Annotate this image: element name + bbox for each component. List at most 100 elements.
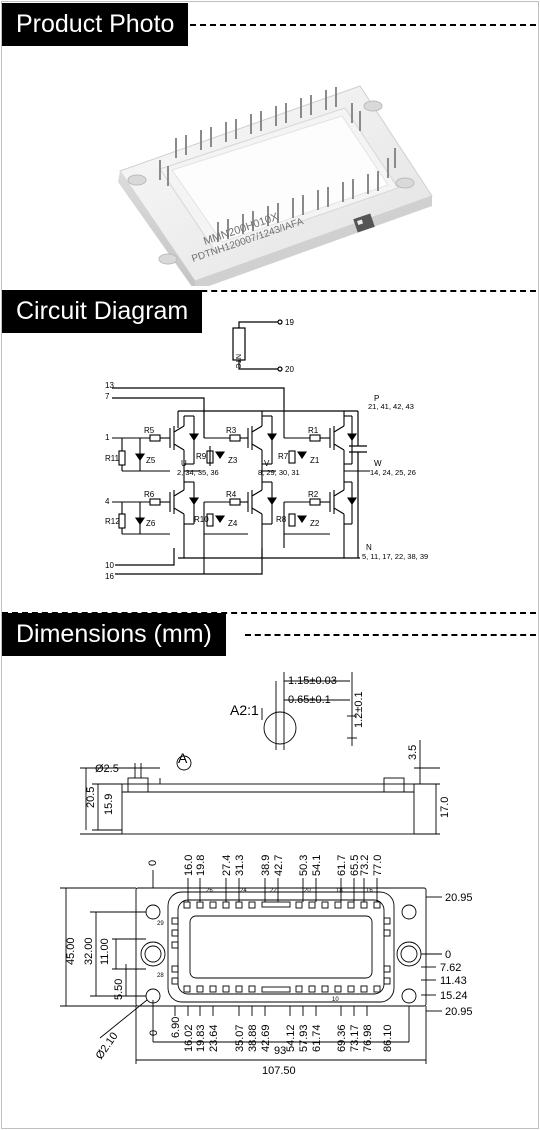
right-y-4: 15.24 — [440, 990, 468, 1002]
right-y-1: 0 — [445, 949, 451, 961]
output-u-label: U — [181, 459, 187, 468]
top-x-6: 50.3 — [298, 855, 310, 876]
bottom-x-2: 19.83 — [195, 1024, 207, 1052]
left-y-2: 11.00 — [99, 938, 111, 965]
zener-z1-label: Z1 — [310, 456, 320, 465]
pin-number-22: 22 — [270, 888, 277, 894]
bottom-x-1: 16.02 — [183, 1024, 195, 1052]
igbt-cell-u-high — [169, 411, 200, 465]
pin-10-label: 10 — [105, 561, 114, 570]
top-x-8: 61.7 — [336, 855, 348, 876]
pin-number-16: 16 — [366, 888, 373, 894]
ntc-label: NTC — [234, 354, 241, 368]
right-y-0: 20.95 — [445, 892, 473, 904]
module-body — [118, 85, 433, 286]
hole-diameter-dim: Ø2.10 — [94, 1030, 121, 1061]
pin-20-label: 20 — [285, 365, 294, 374]
igbt-cell-v-low — [247, 478, 278, 558]
pin-above-dim: 3.5 — [407, 745, 419, 760]
side-view-body — [121, 783, 415, 835]
resistor-r8-label: R8 — [276, 515, 287, 524]
igbt-cell-w-low — [329, 478, 358, 558]
circuit-section-title: Circuit Diagram — [2, 290, 203, 333]
mounting-pitch-dim: 93 — [274, 1045, 286, 1057]
qr-code-marking — [353, 213, 375, 233]
zener-z6-label: Z6 — [146, 519, 156, 528]
pin-19-label: 19 — [285, 318, 294, 327]
photo-section-divider — [190, 24, 536, 26]
pin-tip-dim: 1.2±0.1 — [353, 691, 365, 728]
bottom-x-10: 69.36 — [336, 1024, 348, 1052]
bottom-x-9: 61.74 — [311, 1024, 323, 1052]
output-v-label: V — [264, 459, 270, 468]
igbt-cell-w-high — [329, 411, 358, 465]
body-thickness-dim: 17.0 — [439, 797, 451, 818]
top-pin-row — [183, 901, 381, 909]
resistor-r9-label: R9 — [196, 452, 207, 461]
rail-p-pins: 21, 41, 42, 43 — [368, 402, 414, 411]
bottom-x-8: 57.93 — [298, 1024, 310, 1052]
zener-z2-label: Z2 — [310, 519, 320, 528]
dimensions-section-title: Dimensions (mm) — [2, 613, 226, 656]
top-x-5: 42.7 — [273, 855, 285, 876]
rail-n-pins: 5, 11, 17, 22, 38, 39 — [362, 552, 428, 561]
pin-number-10: 10 — [332, 997, 339, 1003]
bottom-x-3: 23.64 — [208, 1024, 220, 1052]
bottom-x-7: 54.12 — [285, 1024, 297, 1052]
output-w-label: W — [374, 459, 382, 468]
right-y-3: 11.43 — [440, 975, 467, 987]
top-x-10: 73.2 — [359, 855, 371, 876]
zener-z5-label: Z5 — [146, 456, 156, 465]
pin-number-26: 26 — [206, 888, 213, 894]
pin-13-label: 13 — [105, 381, 114, 390]
detail-scale-label: A2:1 — [230, 702, 259, 718]
bottom-x-6: 42.69 — [260, 1024, 272, 1052]
top-x-7: 54.1 — [311, 855, 323, 876]
circuit-diagram: 13 7 1 4 10 16 19 20 NTC R11 R12 R5 R6 R… — [105, 318, 428, 581]
left-y-3: 5.50 — [113, 979, 125, 1000]
photo-section-title: Product Photo — [2, 3, 189, 46]
resistor-r10-label: R10 — [194, 515, 209, 524]
zener-z4-label: Z4 — [228, 519, 238, 528]
resistor-r12-label: R12 — [105, 517, 120, 526]
body-height-dim: 15.9 — [103, 794, 115, 815]
dimensions-section-divider — [245, 634, 536, 636]
pin-thickness-dim: 0.65±0.1 — [288, 694, 331, 706]
top-x-11: 77.0 — [372, 855, 384, 876]
bottom-x-5: 38.88 — [247, 1024, 259, 1052]
top-view-outline — [135, 887, 427, 1007]
bottom-x-12: 76.98 — [362, 1024, 374, 1052]
pin-number-24: 24 — [240, 888, 247, 894]
igbt-cell-v-high — [247, 411, 278, 465]
total-height-dim: 20.5 — [85, 787, 97, 808]
left-y-1: 32.00 — [83, 937, 95, 965]
resistor-r3-label: R3 — [226, 426, 237, 435]
top-x-0: 16.0 — [183, 855, 195, 876]
top-x-3: 31.3 — [234, 855, 246, 876]
bottom-pin-row — [183, 985, 381, 993]
bottom-x-4: 35.07 — [234, 1024, 246, 1052]
detail-a-reference: A — [178, 750, 188, 766]
product-photo: MMN200H010X PDTNH120007/1243/IAFA — [118, 85, 433, 286]
detail-a-circle — [263, 711, 297, 745]
resistor-r7-label: R7 — [278, 452, 289, 461]
resistor-r5-label: R5 — [144, 426, 155, 435]
bottom-x-13: 86.10 — [382, 1024, 394, 1052]
rail-n-label: N — [366, 543, 372, 552]
side-pin-columns — [171, 917, 391, 985]
top-view-window — [189, 915, 373, 979]
output-v-pins: 8, 29, 30, 31 — [258, 468, 300, 477]
circuit-section-divider-top — [2, 290, 536, 292]
pin-number-18: 18 — [336, 888, 343, 894]
bottom-x-0: 6.90 — [170, 1017, 182, 1038]
pin-number-28: 28 — [157, 973, 164, 979]
dimension-drawings: A2:1 1.15±0.03 0.65±0.1 1.2±0.1 Ø2.5 A 2… — [60, 672, 473, 1077]
top-x-1: 19.8 — [195, 855, 207, 876]
bottom-x-11: 73.17 — [349, 1024, 361, 1052]
top-x-4: 38.9 — [260, 855, 272, 876]
top-x-2: 27.4 — [221, 855, 233, 876]
pin-7-label: 7 — [105, 392, 110, 401]
left-y-0: 45.00 — [65, 937, 77, 965]
pin-4-label: 4 — [105, 497, 110, 506]
